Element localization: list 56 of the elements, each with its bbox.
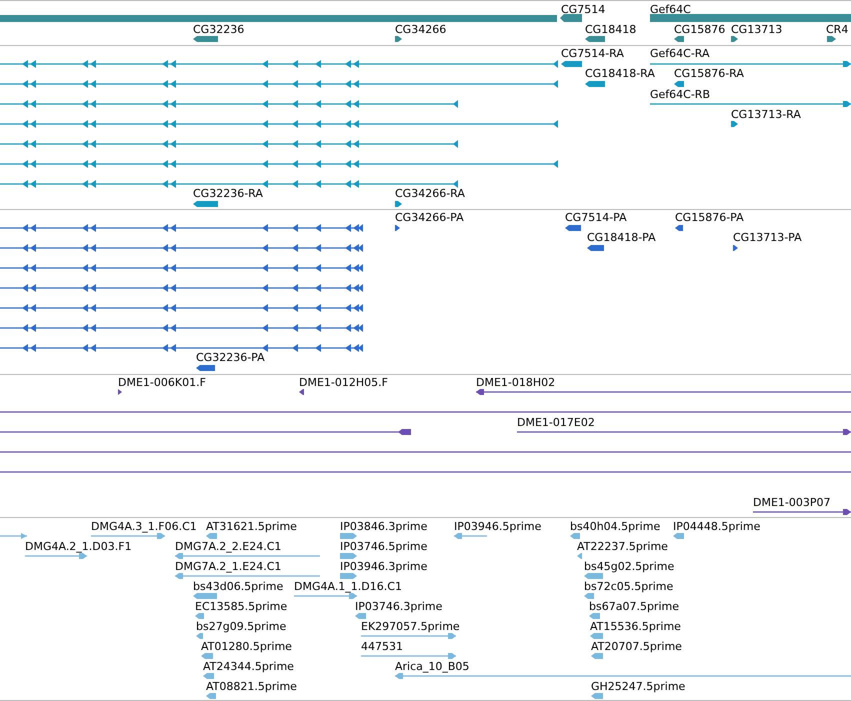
feature-label: CG32236 <box>193 23 244 36</box>
feature-label: bs45g02.5prime <box>584 560 674 573</box>
feature-label: CG34266-PA <box>395 211 464 224</box>
feature-label: CR4 <box>826 23 848 36</box>
feature-label: DMG7A.2_2.E24.C1 <box>175 540 282 553</box>
feature-label: DME1-018H02 <box>476 376 556 389</box>
feature-label: AT24344.5prime <box>203 660 294 673</box>
feature-label: CG18418-PA <box>587 231 656 244</box>
feature-label: GH25247.5prime <box>591 680 686 693</box>
feature-label: DMG4A.2_1.D03.F1 <box>25 540 132 553</box>
feature-label: DME1-012H05.F <box>299 376 388 389</box>
feature-label: DMG4A.3_1.F06.C1 <box>91 520 197 533</box>
feature-label: Gef64C-RB <box>650 88 710 101</box>
feature-label: bs27g09.5prime <box>196 620 286 633</box>
feature-label: CG32236-PA <box>196 351 265 364</box>
feature-label: AT20707.5prime <box>591 640 682 653</box>
feature-label: IP03746.5prime <box>340 540 428 553</box>
feature-label: IP03846.3prime <box>340 520 428 533</box>
feature-label: DME1-017E02 <box>517 416 595 429</box>
feature-label: CG15876-PA <box>675 211 744 224</box>
feature-label: AT22237.5prime <box>577 540 668 553</box>
feature-label: CG13713-PA <box>733 231 802 244</box>
feature-label: AT15536.5prime <box>590 620 681 633</box>
feature-label: AT31621.5prime <box>206 520 297 533</box>
feature-label: 447531 <box>361 640 403 653</box>
feature-label: EK297057.5prime <box>361 620 460 633</box>
feature-label: IP04448.5prime <box>673 520 760 533</box>
feature-label: DMG7A.2_1.E24.C1 <box>175 560 282 573</box>
feature-label: DMG4A.1_1.D16.C1 <box>294 580 402 593</box>
feature-label: AT08821.5prime <box>206 680 297 693</box>
feature-label: bs67a07.5prime <box>589 600 679 613</box>
feature-label: IP03946.3prime <box>340 560 428 573</box>
feature-label: CG7514 <box>561 3 606 16</box>
feature-label: CG7514-PA <box>565 211 627 224</box>
feature-label: CG18418-RA <box>585 67 655 80</box>
feature-label: DME1-003P07 <box>753 496 831 509</box>
feature-label: CG15876-RA <box>674 67 744 80</box>
feature-label: CG34266 <box>395 23 446 36</box>
feature-label: EC13585.5prime <box>195 600 288 613</box>
feature-label: CG18418 <box>585 23 636 36</box>
feature-label: Arica_10_B05 <box>395 660 470 673</box>
feature-label: CG13713 <box>731 23 782 36</box>
feature-label: CG32236-RA <box>193 187 263 200</box>
feature-label: bs43d06.5prime <box>193 580 284 593</box>
feature-label: CG34266-RA <box>395 187 465 200</box>
feature-label: Gef64C <box>650 3 691 16</box>
feature-label: CG15876 <box>674 23 726 36</box>
feature-label: Gef64C-RA <box>650 47 710 60</box>
feature-label: bs72c05.5prime <box>584 580 674 593</box>
feature-label: CG7514-RA <box>561 47 624 60</box>
feature-label: AT01280.5prime <box>201 640 292 653</box>
feature-label: bs40h04.5prime <box>570 520 660 533</box>
feature-label: DME1-006K01.F <box>118 376 206 389</box>
feature-label: CG13713-RA <box>731 108 801 121</box>
feature-label: IP03946.5prime <box>454 520 542 533</box>
feature-label: IP03746.3prime <box>355 600 442 613</box>
